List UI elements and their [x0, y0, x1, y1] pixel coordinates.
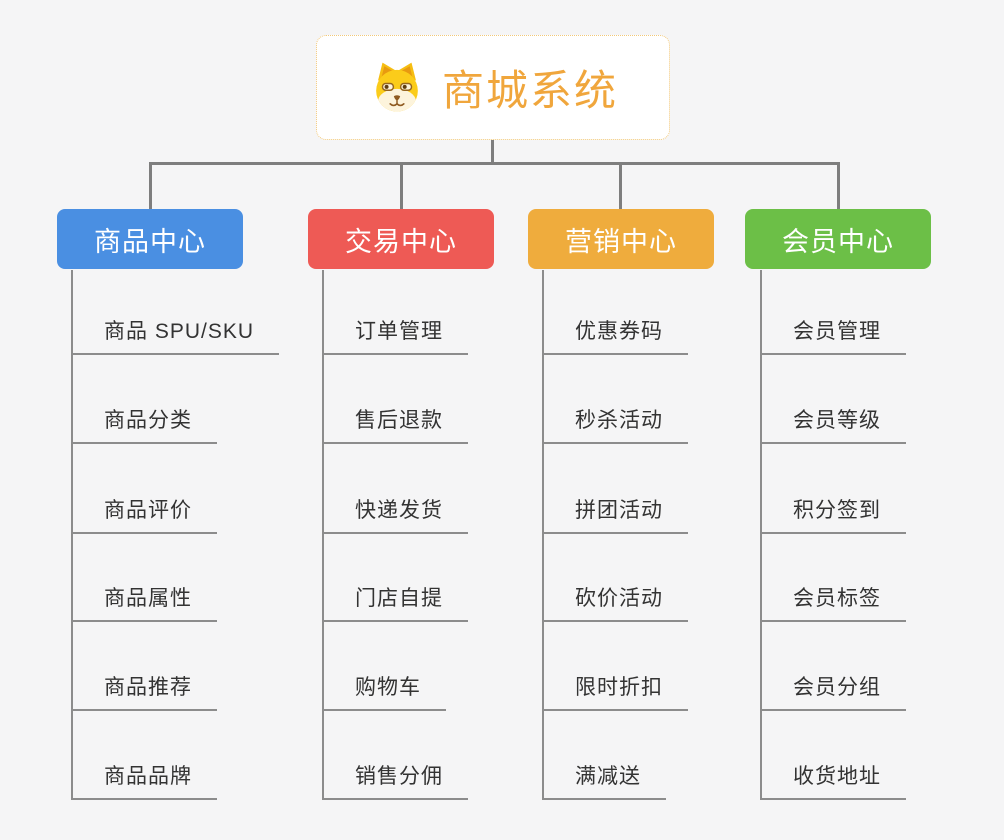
shiba-dog-icon	[376, 62, 418, 112]
topic-item[interactable]: 拼团活动	[542, 496, 688, 534]
topic-item[interactable]: 商品属性	[71, 584, 217, 622]
branch-node-marketing-center[interactable]: 营销中心	[528, 209, 714, 269]
branch-label: 交易中心	[345, 226, 457, 257]
topic-item[interactable]: 砍价活动	[542, 584, 688, 622]
topic-item[interactable]: 会员标签	[760, 584, 906, 622]
topic-item[interactable]: 商品品牌	[71, 762, 217, 800]
topic-item[interactable]: 会员等级	[760, 406, 906, 444]
root-node[interactable]: 商城系统	[316, 35, 670, 140]
topic-item[interactable]: 积分签到	[760, 496, 906, 534]
topic-item[interactable]: 门店自提	[322, 584, 468, 622]
branch-line-trade	[322, 270, 324, 800]
branch-line-product	[71, 270, 73, 800]
branch-label: 营销中心	[565, 226, 677, 257]
topic-item[interactable]: 收货地址	[760, 762, 906, 800]
branch-label: 会员中心	[782, 226, 894, 257]
topic-item[interactable]: 商品评价	[71, 496, 217, 534]
root-title: 商城系统	[441, 67, 618, 114]
branch-children-product: 商品 SPU/SKU 商品分类 商品评价 商品属性 商品推荐 商品品牌	[71, 270, 301, 810]
topic-item[interactable]: 快递发货	[322, 496, 468, 534]
connector-drop-member	[837, 162, 840, 209]
topic-item[interactable]: 会员分组	[760, 673, 906, 711]
connector-drop-trade	[400, 162, 403, 209]
branch-children-trade: 订单管理 售后退款 快递发货 门店自提 购物车 销售分佣	[322, 270, 552, 810]
topic-item[interactable]: 秒杀活动	[542, 406, 688, 444]
branch-label: 商品中心	[94, 226, 206, 257]
topic-item[interactable]: 满减送	[542, 762, 666, 800]
connector-drop-marketing	[619, 162, 622, 209]
topic-item[interactable]: 优惠券码	[542, 317, 688, 355]
branch-children-member: 会员管理 会员等级 积分签到 会员标签 会员分组 收货地址	[760, 270, 990, 810]
topic-item[interactable]: 订单管理	[322, 317, 468, 355]
branch-children-marketing: 优惠券码 秒杀活动 拼团活动 砍价活动 限时折扣 满减送	[542, 270, 772, 810]
branch-line-member	[760, 270, 762, 800]
topic-item[interactable]: 限时折扣	[542, 673, 688, 711]
topic-item[interactable]: 会员管理	[760, 317, 906, 355]
topic-item[interactable]: 商品分类	[71, 406, 217, 444]
branch-line-marketing	[542, 270, 544, 800]
branch-node-trade-center[interactable]: 交易中心	[308, 209, 494, 269]
branch-node-member-center[interactable]: 会员中心	[745, 209, 931, 269]
branch-node-product-center[interactable]: 商品中心	[57, 209, 243, 269]
connector-root-stem	[491, 140, 494, 163]
topic-item[interactable]: 商品推荐	[71, 673, 217, 711]
topic-item[interactable]: 售后退款	[322, 406, 468, 444]
topic-item[interactable]: 销售分佣	[322, 762, 468, 800]
connector-bus	[149, 162, 840, 165]
topic-item[interactable]: 商品 SPU/SKU	[71, 317, 280, 355]
connector-drop-product	[149, 162, 152, 209]
topic-item[interactable]: 购物车	[322, 673, 446, 711]
